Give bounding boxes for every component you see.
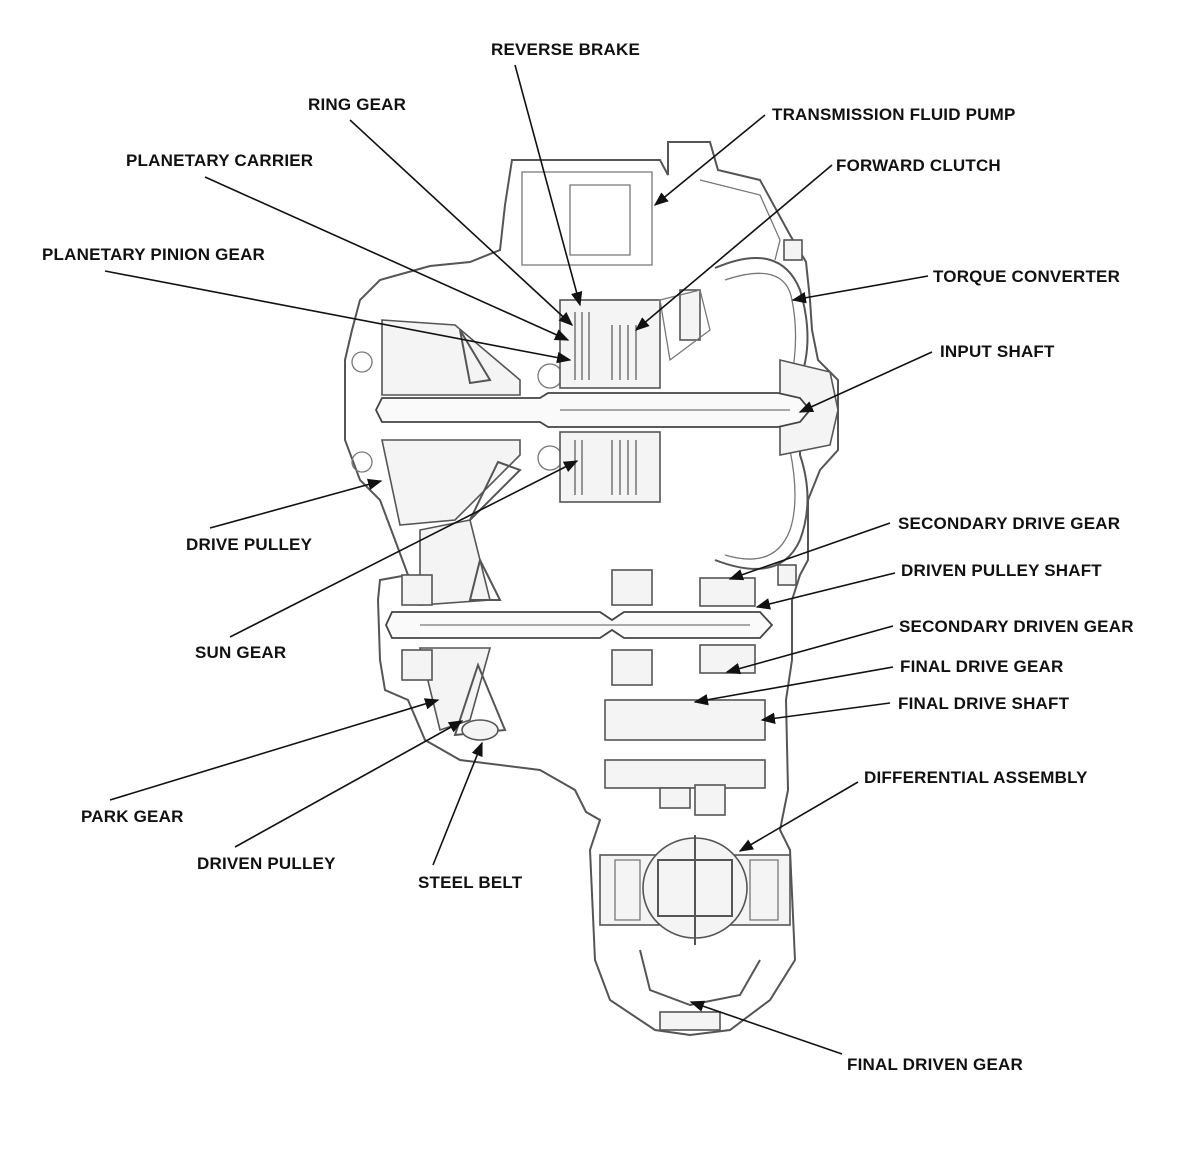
leader-torque-converter [791, 275, 929, 304]
leader-final-driven-gear [689, 1000, 843, 1055]
label-forward-clutch: FORWARD CLUTCH [836, 156, 1001, 175]
label-final-driven-gear: FINAL DRIVEN GEAR [847, 1055, 1023, 1074]
leader-sun-gear [229, 460, 579, 638]
label-secondary-drive-gear: SECONDARY DRIVE GEAR [898, 514, 1121, 533]
leader-secondary-drive-gear [728, 522, 891, 581]
label-planetary-pinion-gear: PLANETARY PINION GEAR [42, 245, 266, 264]
label-input-shaft: INPUT SHAFT [940, 342, 1055, 361]
label-park-gear: PARK GEAR [81, 807, 184, 826]
final-drive-shaft-body [604, 699, 766, 816]
label-driven-pulley-shaft: DRIVEN PULLEY SHAFT [901, 561, 1102, 580]
label-secondary-driven-gear: SECONDARY DRIVEN GEAR [899, 617, 1134, 636]
drive-pulley-sheaves [351, 319, 563, 526]
label-final-drive-shaft: FINAL DRIVE SHAFT [898, 694, 1070, 713]
label-torque-converter: TORQUE CONVERTER [933, 267, 1121, 286]
label-reverse-brake: REVERSE BRAKE [491, 40, 641, 59]
label-steel-belt: STEEL BELT [418, 873, 523, 892]
leader-drive-pulley [209, 478, 383, 529]
leader-planetary-carrier [204, 176, 570, 341]
leader-driven-pulley-shaft [755, 572, 896, 610]
leader-input-shaft [798, 351, 933, 413]
label-planetary-carrier: PLANETARY CARRIER [126, 151, 314, 170]
leader-final-drive-shaft [760, 702, 891, 725]
leader-forward-clutch [634, 164, 833, 331]
leader-final-drive-gear [693, 666, 894, 706]
label-differential-assembly: DIFFERENTIAL ASSEMBLY [864, 768, 1088, 787]
leader-differential-assembly [738, 781, 859, 852]
leader-reverse-brake [514, 64, 583, 307]
leader-park-gear [109, 698, 440, 801]
differential-body [599, 835, 791, 1031]
leader-planetary-pinion-gear [104, 270, 572, 364]
leader-transmission-fluid-pump [653, 114, 766, 206]
input-shaft-body [374, 392, 812, 428]
label-ring-gear: RING GEAR [308, 95, 407, 114]
label-transmission-fluid-pump: TRANSMISSION FLUID PUMP [772, 105, 1016, 124]
label-driven-pulley: DRIVEN PULLEY [197, 854, 336, 873]
label-sun-gear: SUN GEAR [195, 643, 287, 662]
leader-secondary-driven-gear [725, 625, 894, 675]
leader-driven-pulley [234, 720, 464, 848]
leader-ring-gear [349, 119, 574, 326]
leader-steel-belt [432, 741, 483, 866]
driven-pulley-shaft-body [385, 611, 774, 639]
label-drive-pulley: DRIVE PULLEY [186, 535, 313, 554]
driven-pulley-sheaves [401, 519, 756, 741]
transmission-housing [344, 141, 839, 1037]
leader-lines [104, 64, 933, 1055]
label-final-drive-gear: FINAL DRIVE GEAR [900, 657, 1064, 676]
